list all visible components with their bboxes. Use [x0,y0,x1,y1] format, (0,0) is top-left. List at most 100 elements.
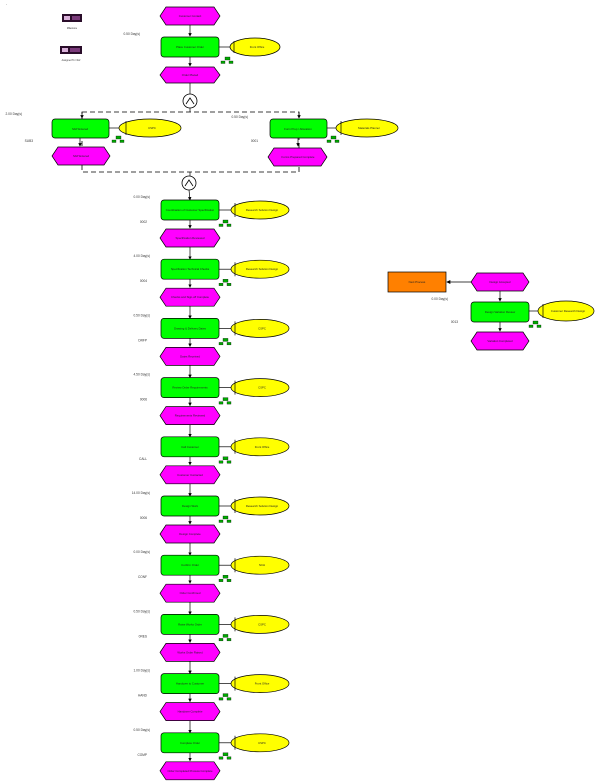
step-role-label: Front Office [255,682,270,686]
branch-2-function-label: Form Prep / Allocation [284,127,312,131]
step-code: DRFP [138,338,147,342]
side-function-duration: 0.00 Day(s) [432,297,448,301]
process-step: 0.50 Day(s) DRFP Drawing & Delivery Dates C… [134,313,290,379]
process-step: 0.50 Day(s) 0RES Raise Works Order CSPC Work… [134,609,290,675]
step-code: COMP [137,753,147,757]
step-function-label: Specification Technical Checks [171,267,210,271]
org-unit-icon [218,456,232,464]
legend-caption-2: Assigned To / Ref [62,59,81,62]
legend-item-2: Assigned To / Ref [60,46,82,62]
step-event-shape [159,524,221,544]
step-code: 0RES [139,634,147,638]
step-role-label: CSPC [258,741,266,745]
process-step: 4.00 Day(s) 0004 Specification Technical C… [134,254,290,319]
step-role-label: Research Solution Design [246,504,279,508]
step-duration: 4.00 Day(s) [134,254,150,258]
branch-1-org-icon [111,135,125,143]
step-role-ellipse [230,378,290,397]
first-function-role-label: Front Office [250,45,265,49]
step-event-label: Design Complete [179,532,201,536]
side-function-role: Customer Research Design [537,300,595,322]
step-event-label: Order Completed Process Complete [167,769,213,773]
side-start-event-label: Design Accepted [490,280,511,284]
step-duration: 0.00 Day(s) [134,195,150,199]
process-step: 0.00 Day(s) CONF Confirm Order NCH Order Con… [134,550,290,615]
step-duration: 0.50 Day(s) [134,313,150,317]
step-role-label: Research Solution Design [246,208,279,212]
first-function: Place Customer Order [160,36,220,58]
step-event-shape [159,465,221,485]
step-function-label: Raise Works Order [178,622,202,626]
and-join-connector [181,175,197,191]
step-event-shape [159,406,221,425]
step-role-label: CSPC [258,386,266,390]
step-event-label: Customer Contacted [177,473,203,477]
branch-1-code: SUB3 [25,139,34,143]
org-unit-icon [218,338,232,346]
org-unit-icon [218,693,232,701]
step-duration: 0.00 Day(s) [134,550,150,554]
side-function: Design Variation Review [470,301,530,323]
step-role-ellipse [230,319,290,338]
branch-2-role: Materials Planner [335,118,399,138]
branch-1-event: SAP Entered [51,146,111,166]
branch-2-function: Form Prep / Allocation [269,118,328,139]
branch-2-duration: 0.50 Day(s) [232,115,248,119]
step-role-label: CSPC [258,326,266,330]
step-event-label: Handover Complete [178,710,203,714]
step-role-ellipse [230,200,290,220]
step-code: 0006 [140,398,147,402]
step-event-shape [159,702,221,721]
first-function-duration: 0.50 Day(s) [124,32,140,36]
step-role-ellipse [230,437,290,457]
side-flow: Next Process Design Accepted 0.00 Day(s)… [387,271,595,351]
step-function-label: Drawing & Delivery Dates [174,326,206,330]
step-event-shape [159,761,221,781]
step-code: CONF [138,575,147,579]
step-event-shape [159,228,221,248]
side-end-event: Variation Completed [470,331,530,351]
legend: Milestone Assigned To / Ref [60,14,82,62]
step-event-label: Order Confirmed [180,591,201,595]
branch-2-event: Forms Prepared Complete [267,147,328,167]
step-role-ellipse [230,496,290,516]
step-role-ellipse [230,555,290,575]
side-start-event: Design Accepted [470,272,530,292]
and-split-connector [182,93,198,109]
step-function-label: Call Customer [181,445,199,449]
step-function-label: Coordination of Customer Specification [166,208,215,212]
step-duration: 4.50 Day(s) [134,373,150,377]
step-function-label: Confirm Order [181,563,199,567]
step-event-label: Works Order Raised [177,650,203,654]
step-event-shape [159,583,221,603]
side-end-event-label: Variation Completed [487,339,513,343]
legend-item-1: Milestone [62,14,82,30]
step-code: 0004 [140,279,147,283]
step-event-shape [159,287,221,307]
step-function-label: Review Order Requirements [172,386,208,390]
step-role-ellipse [230,615,290,634]
branch-2-org-icon [326,135,340,143]
step-role-label: CSPC [258,622,266,626]
org-unit-icon [218,752,232,760]
start-event-label: Customer Contact [179,14,202,18]
step-duration: 0.50 Day(s) [134,609,150,613]
org-unit-icon [218,575,232,582]
next-process-box: Next Process [387,271,447,293]
first-function-label: Place Customer Order [176,45,204,49]
side-function-code: 0013 [451,320,458,324]
step-role-label: NCH [259,563,265,567]
step-code: CALL [139,457,147,461]
step-function-label: Design Work [182,504,199,508]
step-role-label: Research Solution Design [246,267,279,271]
step-role-ellipse [230,733,290,753]
parallel-boundary [81,111,300,173]
legend-caption-1: Milestone [67,27,78,30]
step-code: HAND [138,694,148,698]
